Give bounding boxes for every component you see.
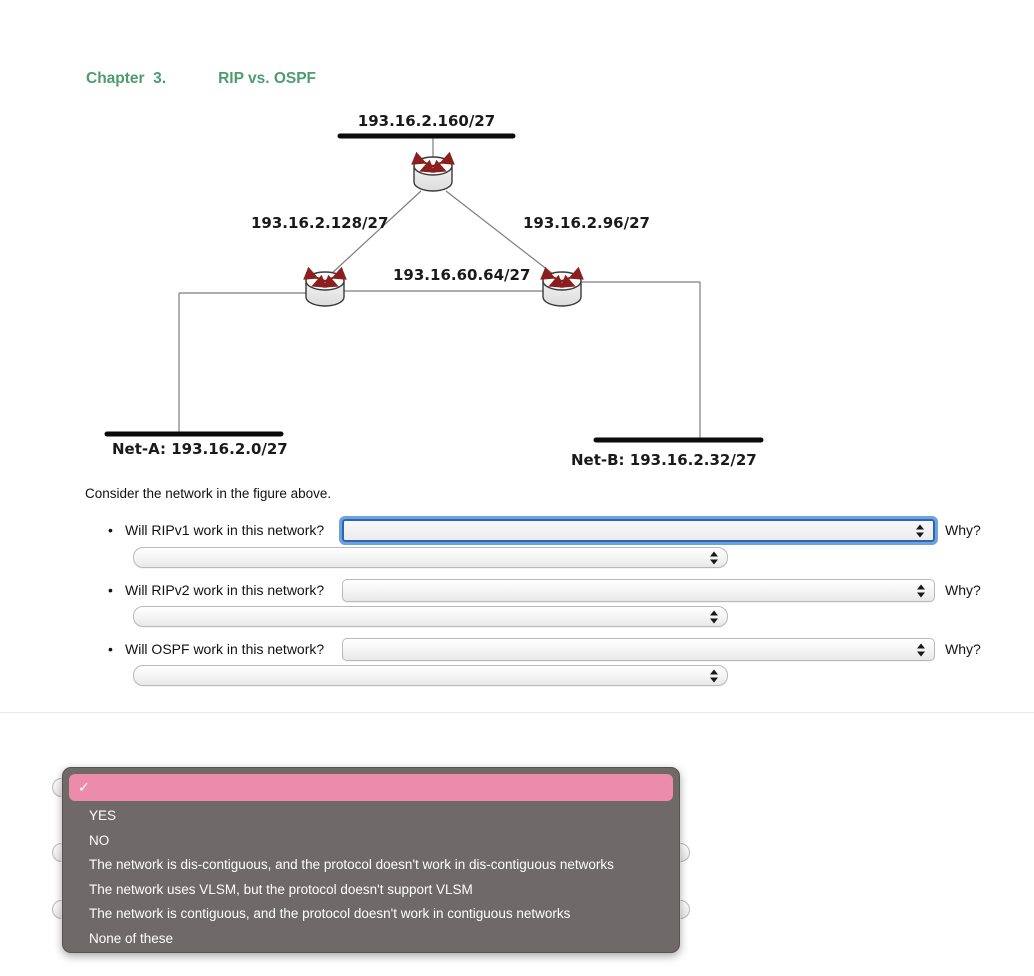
router-icon	[543, 272, 581, 306]
subnet-label-middle: 193.16.60.64/27	[393, 266, 531, 284]
subnet-label-right: 193.16.2.96/27	[523, 214, 650, 232]
check-icon: ✓	[78, 779, 90, 795]
select-arrows-icon	[710, 610, 719, 623]
why-label: Why?	[945, 641, 981, 657]
why-label: Why?	[945, 522, 981, 538]
bullet: •	[108, 522, 113, 538]
bullet: •	[108, 582, 113, 598]
question-ripv2-label: Will RIPv2 work in this network?	[125, 582, 325, 598]
menu-option-contiguous[interactable]: The network is contiguous, and the proto…	[89, 906, 571, 921]
page-title: Chapter 3. RIP vs. OSPF	[86, 70, 316, 88]
ripv1-why-select[interactable]	[133, 547, 728, 568]
select-arrows-icon	[917, 643, 926, 656]
menu-option-selected[interactable]: ✓	[69, 774, 673, 801]
select-arrows-icon	[917, 584, 926, 597]
ospf-answer-select[interactable]	[342, 638, 935, 661]
section-divider	[0, 712, 1034, 713]
subnet-label-left: 193.16.2.128/27	[251, 214, 389, 232]
select-arrows-icon	[916, 524, 925, 537]
menu-option-vlsm[interactable]: The network uses VLSM, but the protocol …	[89, 881, 473, 897]
bullet: •	[108, 641, 113, 657]
router-icon	[306, 272, 344, 306]
question-ospf-label: Will OSPF work in this network?	[125, 641, 325, 657]
subnet-label-top: 193.16.2.160/27	[357, 112, 496, 130]
dropdown-menu: ✓ YES NO The network is dis-contiguous, …	[62, 767, 680, 953]
ripv2-why-select[interactable]	[133, 606, 728, 627]
net-a-label: Net-A: 193.16.2.0/27	[112, 440, 288, 458]
title-label: RIP vs. OSPF	[218, 70, 317, 87]
intro-text: Consider the network in the figure above…	[85, 486, 332, 501]
select-arrows-icon	[710, 669, 719, 682]
net-b-label: Net-B: 193.16.2.32/27	[571, 451, 757, 469]
network-links	[178, 138, 701, 438]
menu-option-none[interactable]: None of these	[89, 930, 174, 946]
why-label: Why?	[945, 582, 981, 598]
ripv1-answer-select[interactable]	[342, 519, 935, 542]
chapter-label: Chapter 3.	[86, 70, 167, 87]
menu-option-discontiguous[interactable]: The network is dis-contiguous, and the p…	[89, 857, 614, 872]
menu-option-yes[interactable]: YES	[89, 808, 117, 823]
router-icon	[414, 157, 452, 191]
ripv2-answer-select[interactable]	[342, 579, 935, 602]
menu-option-no[interactable]: NO	[89, 832, 110, 848]
ospf-why-select[interactable]	[133, 665, 728, 686]
ethernet-segments	[104, 133, 764, 443]
question-ripv1-label: Will RIPv1 work in this network?	[125, 522, 325, 538]
select-arrows-icon	[710, 551, 719, 564]
